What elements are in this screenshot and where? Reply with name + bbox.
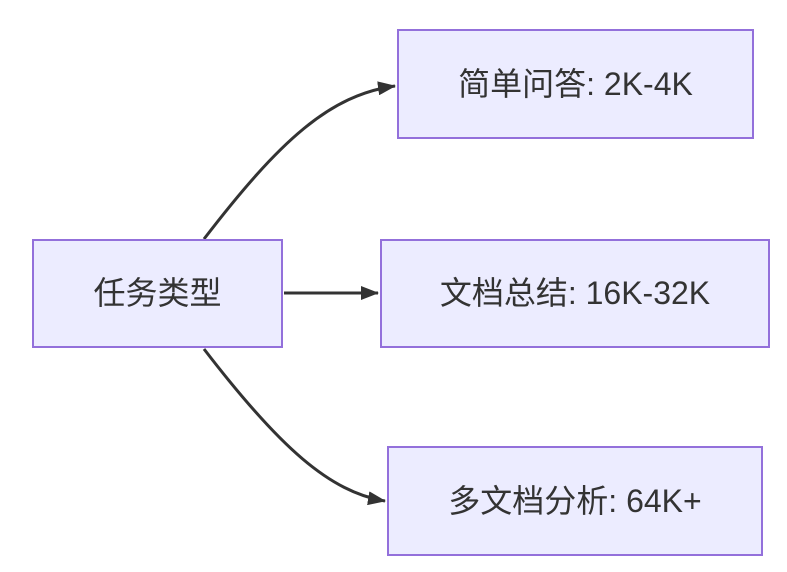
node-simple-qa-label: 简单问答: 2K-4K [458,65,693,102]
node-task-type: 任务类型 [32,239,283,348]
node-multi-doc-analysis: 多文档分析: 64K+ [387,446,763,556]
edge-task-type-to-simple-qa [202,81,396,240]
node-doc-summary: 文档总结: 16K-32K [380,239,770,348]
edge-task-type-to-multi-doc-analysis [202,348,386,506]
node-multi-doc-analysis-label: 多文档分析: 64K+ [448,482,702,519]
node-doc-summary-label: 文档总结: 16K-32K [439,275,711,312]
node-simple-qa: 简单问答: 2K-4K [397,29,754,139]
node-task-type-label: 任务类型 [93,275,222,312]
